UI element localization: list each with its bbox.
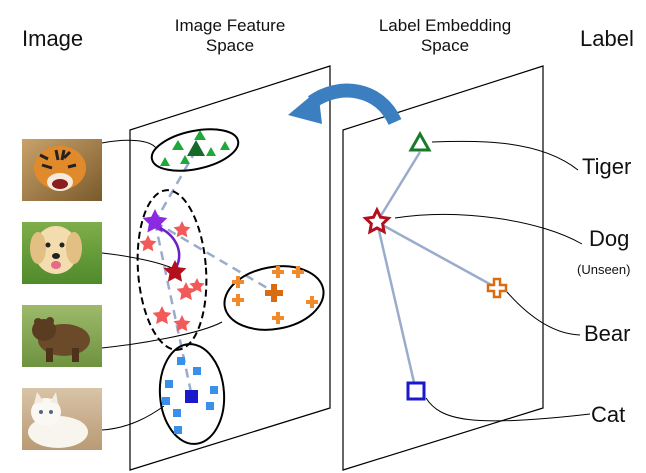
mapping-arrow-head [288, 90, 322, 124]
tiger-points [160, 130, 230, 166]
bear-cluster-ellipse [223, 265, 325, 331]
dog-point [173, 315, 191, 332]
cat-prototype-point [185, 390, 198, 403]
cat-label-line [425, 397, 591, 422]
dog-unseen-purple-star [142, 209, 168, 233]
label-connectors [375, 151, 498, 392]
cat-point [210, 386, 218, 394]
label-embedding-space-header-line2: Space [420, 35, 470, 55]
cat-label: Cat [591, 402, 626, 427]
cat-point [206, 402, 214, 410]
embedding-to-label-lines [394, 140, 591, 422]
dog-embedding-star [362, 206, 392, 235]
tiger-point [206, 147, 216, 156]
image-feature-space-header-line1: Image Feature [174, 16, 286, 35]
label-embedding-space-header-line1: Label Embedding [378, 16, 512, 35]
dog-photo [22, 222, 102, 284]
bear-points [232, 266, 318, 324]
bear-point [232, 294, 244, 306]
cat-cluster-ellipse [158, 343, 226, 445]
bear-label: Bear [584, 321, 631, 346]
dog-prototype-point [163, 260, 187, 282]
cat-point [173, 409, 181, 417]
bear-embedding-cross [486, 277, 508, 299]
dog-point [139, 235, 157, 252]
feature-connectors [153, 149, 275, 398]
tiger-point [160, 157, 170, 166]
unseen-label: (Unseen) [577, 262, 631, 277]
cat-photo [22, 388, 102, 450]
tiger-point [172, 140, 184, 150]
bear-photo [22, 305, 102, 367]
label-embedding-space-header: Label Embedding Space [355, 16, 535, 55]
image-feature-plane [129, 65, 331, 471]
tiger-image-line [101, 139, 157, 149]
dog-point [176, 282, 196, 301]
cat-point [177, 357, 185, 365]
dog-label-line [394, 214, 583, 245]
bear-point [232, 276, 244, 288]
tiger-point [180, 155, 190, 164]
dog-image-line [101, 252, 173, 269]
bear-image-line [101, 321, 223, 349]
tiger-embedding-triangle [408, 130, 432, 152]
bear-label-line [506, 291, 581, 336]
dog-cluster-ellipse [136, 189, 208, 351]
dog-point [152, 306, 172, 325]
tiger-point [194, 130, 206, 140]
mapping-arrow-icon [307, 83, 402, 126]
cat-embedding-square [406, 381, 426, 401]
cat-point [162, 397, 170, 405]
bear-point [292, 266, 304, 278]
dog-points [139, 221, 205, 332]
image-column-header: Image [22, 26, 84, 51]
tiger-label-line [431, 140, 579, 171]
image-to-feature-lines [101, 139, 223, 431]
bear-point [272, 266, 284, 278]
image-feature-space-header: Image Feature Space [155, 16, 305, 55]
cat-point [174, 426, 182, 434]
bear-point [272, 312, 284, 324]
tiger-photo [22, 139, 102, 201]
dog-label: Dog [589, 226, 630, 251]
cat-points [162, 357, 218, 434]
tiger-cluster-ellipse [150, 128, 240, 172]
image-feature-space-header-line2: Space [205, 35, 255, 55]
cat-image-line [101, 405, 165, 431]
tiger-label: Tiger [582, 154, 632, 179]
dog-path-curve [159, 226, 181, 269]
dog-point [173, 221, 191, 238]
bear-point [306, 296, 318, 308]
label-embedding-plane [342, 65, 544, 471]
bear-prototype-point [265, 284, 283, 302]
cat-point [193, 367, 201, 375]
tiger-point [220, 141, 230, 150]
dog-point [189, 278, 205, 293]
cat-point [165, 380, 173, 388]
tiger-prototype-point [187, 140, 205, 156]
label-column-header: Label [580, 26, 634, 51]
